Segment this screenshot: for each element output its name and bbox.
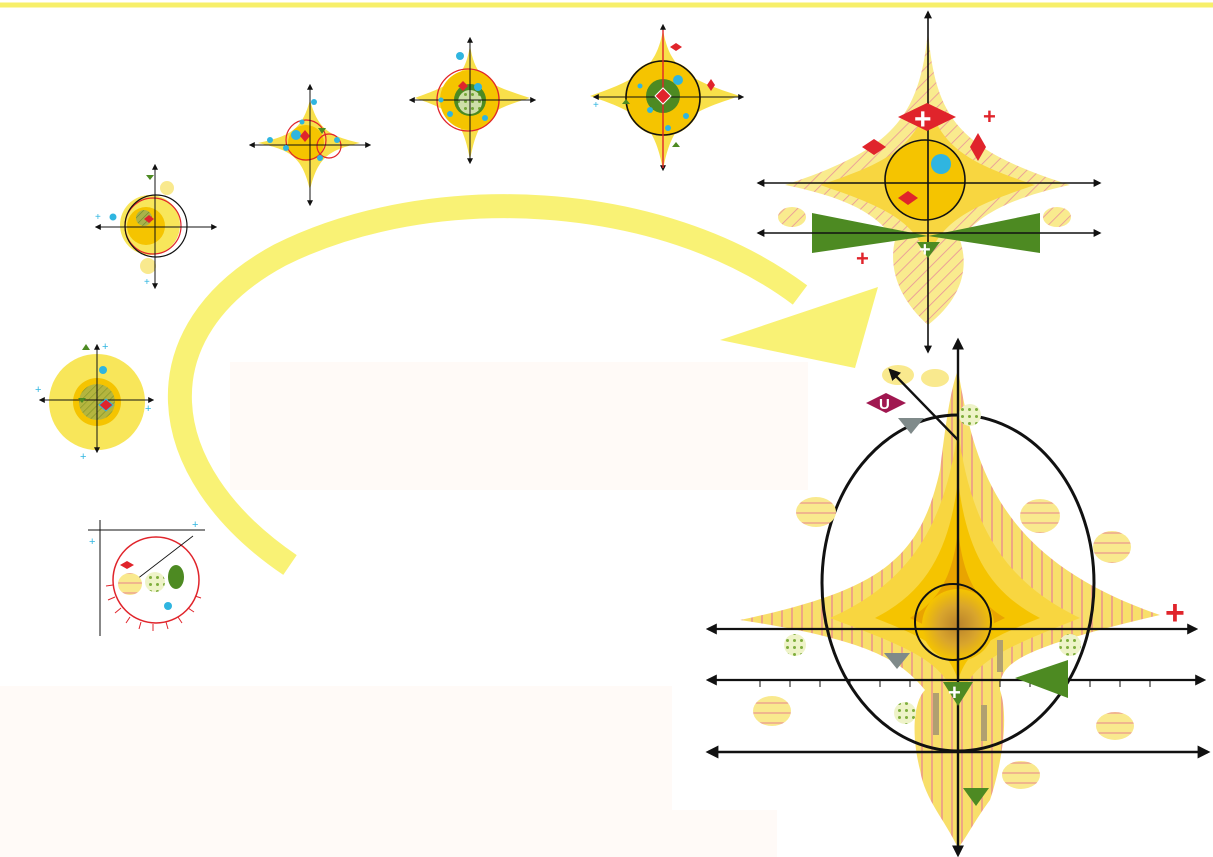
plus-marker: + [856, 246, 869, 271]
faint-panel-bottom [0, 686, 672, 857]
stage-3: + + [95, 165, 216, 288]
plus-marker: + [102, 341, 108, 353]
plus-marker: + [983, 104, 996, 129]
plus-marker: + [80, 451, 86, 463]
faint-panel-bottom-2 [672, 810, 777, 857]
faint-panel [230, 362, 808, 490]
plus-marker: + [914, 103, 932, 136]
plus-marker: + [145, 403, 151, 415]
stage-2: + + + + [35, 341, 153, 463]
plus-marker: + [144, 277, 150, 288]
plus-marker: + [35, 384, 41, 396]
plus-marker: + [192, 519, 198, 531]
u-badge-label: U [879, 396, 890, 413]
plus-marker: + [948, 680, 961, 705]
plus-marker: + [919, 239, 931, 261]
plus-marker: + [89, 536, 95, 548]
stage-7: + + + + [758, 12, 1100, 352]
stage-4 [250, 85, 370, 205]
plus-marker: + [593, 100, 599, 111]
stage-5 [410, 38, 535, 163]
plus-marker: + [1165, 594, 1185, 632]
stage-1: + + [88, 519, 205, 636]
stage-6: + [590, 25, 743, 170]
plus-marker: + [95, 212, 101, 223]
